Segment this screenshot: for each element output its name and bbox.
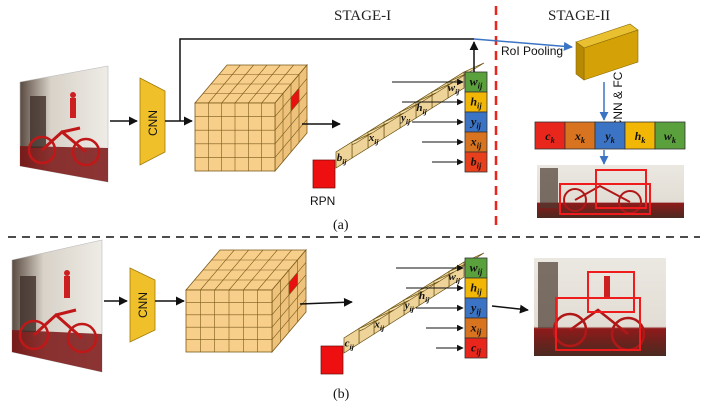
- pred-strip-b-label: cij: [345, 337, 355, 351]
- highlighted-anchor-cell: [288, 271, 298, 296]
- stage2-output-label: hk: [635, 129, 647, 145]
- highlighted-anchor-cell: [290, 87, 300, 113]
- rpn-strip-a-cell: [335, 132, 373, 169]
- output-b-label: wij: [470, 261, 483, 277]
- stage2-label: STAGE-II: [548, 8, 610, 24]
- detection-box-person-b: [587, 271, 635, 313]
- feature-map-cube-b: [185, 248, 307, 354]
- stage1-label: STAGE-I: [334, 8, 391, 24]
- rpn-strip-a-label: hij: [416, 102, 427, 116]
- arrow-to-result-b: [491, 304, 529, 314]
- rpn-label: RPN: [310, 194, 335, 208]
- caption-a: (a): [333, 218, 349, 233]
- pred-anchor-cube-b: [320, 345, 344, 375]
- roi-pooling-label: RoI Pooling: [501, 44, 563, 58]
- caption-b: (b): [333, 387, 350, 402]
- feature-map-cube-a: [194, 63, 308, 173]
- stage2-output-label: ck: [545, 129, 555, 145]
- stage2-output-cell: [654, 121, 686, 150]
- rpn-strip-a-label: wij: [448, 82, 460, 96]
- stage2-output-row: ck xk yk hk wk: [534, 121, 686, 150]
- arrow-to-roi-pooling: [473, 38, 573, 51]
- rpn-output-a-cell: [464, 151, 488, 173]
- stage2-output-label: wk: [664, 129, 677, 145]
- cnn-block-a: [139, 77, 166, 166]
- rpn-output-a-label: bij: [471, 155, 482, 171]
- stage2-output-cell: [594, 121, 626, 150]
- cnn-label-a: CNN: [146, 110, 160, 136]
- pred-strip-b-label: hij: [419, 290, 430, 304]
- stage2-output-cell: [534, 121, 566, 150]
- rpn-anchor-cube-a: [312, 159, 336, 189]
- rpn-output-a-label: yij: [469, 115, 482, 131]
- output-b-label: cij: [471, 341, 482, 357]
- roi-pooling-block: [575, 23, 639, 81]
- pred-strip-b-cell: [343, 319, 380, 354]
- stage2-output-label: xk: [574, 129, 586, 145]
- rpn-strip-a-label: bij: [337, 152, 348, 166]
- pred-strip-b-label: yij: [403, 299, 415, 313]
- input-image-b: [11, 239, 103, 373]
- cnn-label-b: CNN: [136, 292, 150, 318]
- detection-box-person-a: [595, 169, 647, 209]
- cnn-block-b: [129, 267, 156, 343]
- result-image-b: [534, 258, 666, 356]
- rpn-output-a-label: hij: [470, 95, 482, 111]
- rpn-output-a-label: wij: [470, 75, 483, 91]
- output-b-label: hij: [470, 281, 482, 297]
- detection-box-bicycle-b: [555, 297, 641, 351]
- pred-strip-b-label: wij: [448, 271, 460, 285]
- output-b-cell: [464, 337, 488, 359]
- result-image-a: [537, 165, 684, 218]
- cnn-fc-label: CNN & FC: [611, 71, 625, 128]
- arrow-feature-to-strip-b: [299, 297, 353, 307]
- rpn-strip-a-label: xij: [368, 132, 380, 146]
- skip-line-a: [179, 38, 474, 121]
- detection-box-bicycle-a: [559, 183, 651, 215]
- rpn-strip-a-label: yij: [399, 112, 411, 126]
- stage2-output-label: yk: [603, 129, 615, 145]
- input-image-a: [19, 65, 109, 183]
- stage2-output-cell: [624, 121, 656, 150]
- output-b-label: yij: [469, 301, 482, 317]
- output-b-label: xij: [470, 321, 482, 337]
- rpn-strip-a-cell: [383, 102, 421, 139]
- rpn-output-a-label: xij: [470, 135, 482, 151]
- pred-strip-b-label: xij: [373, 318, 385, 332]
